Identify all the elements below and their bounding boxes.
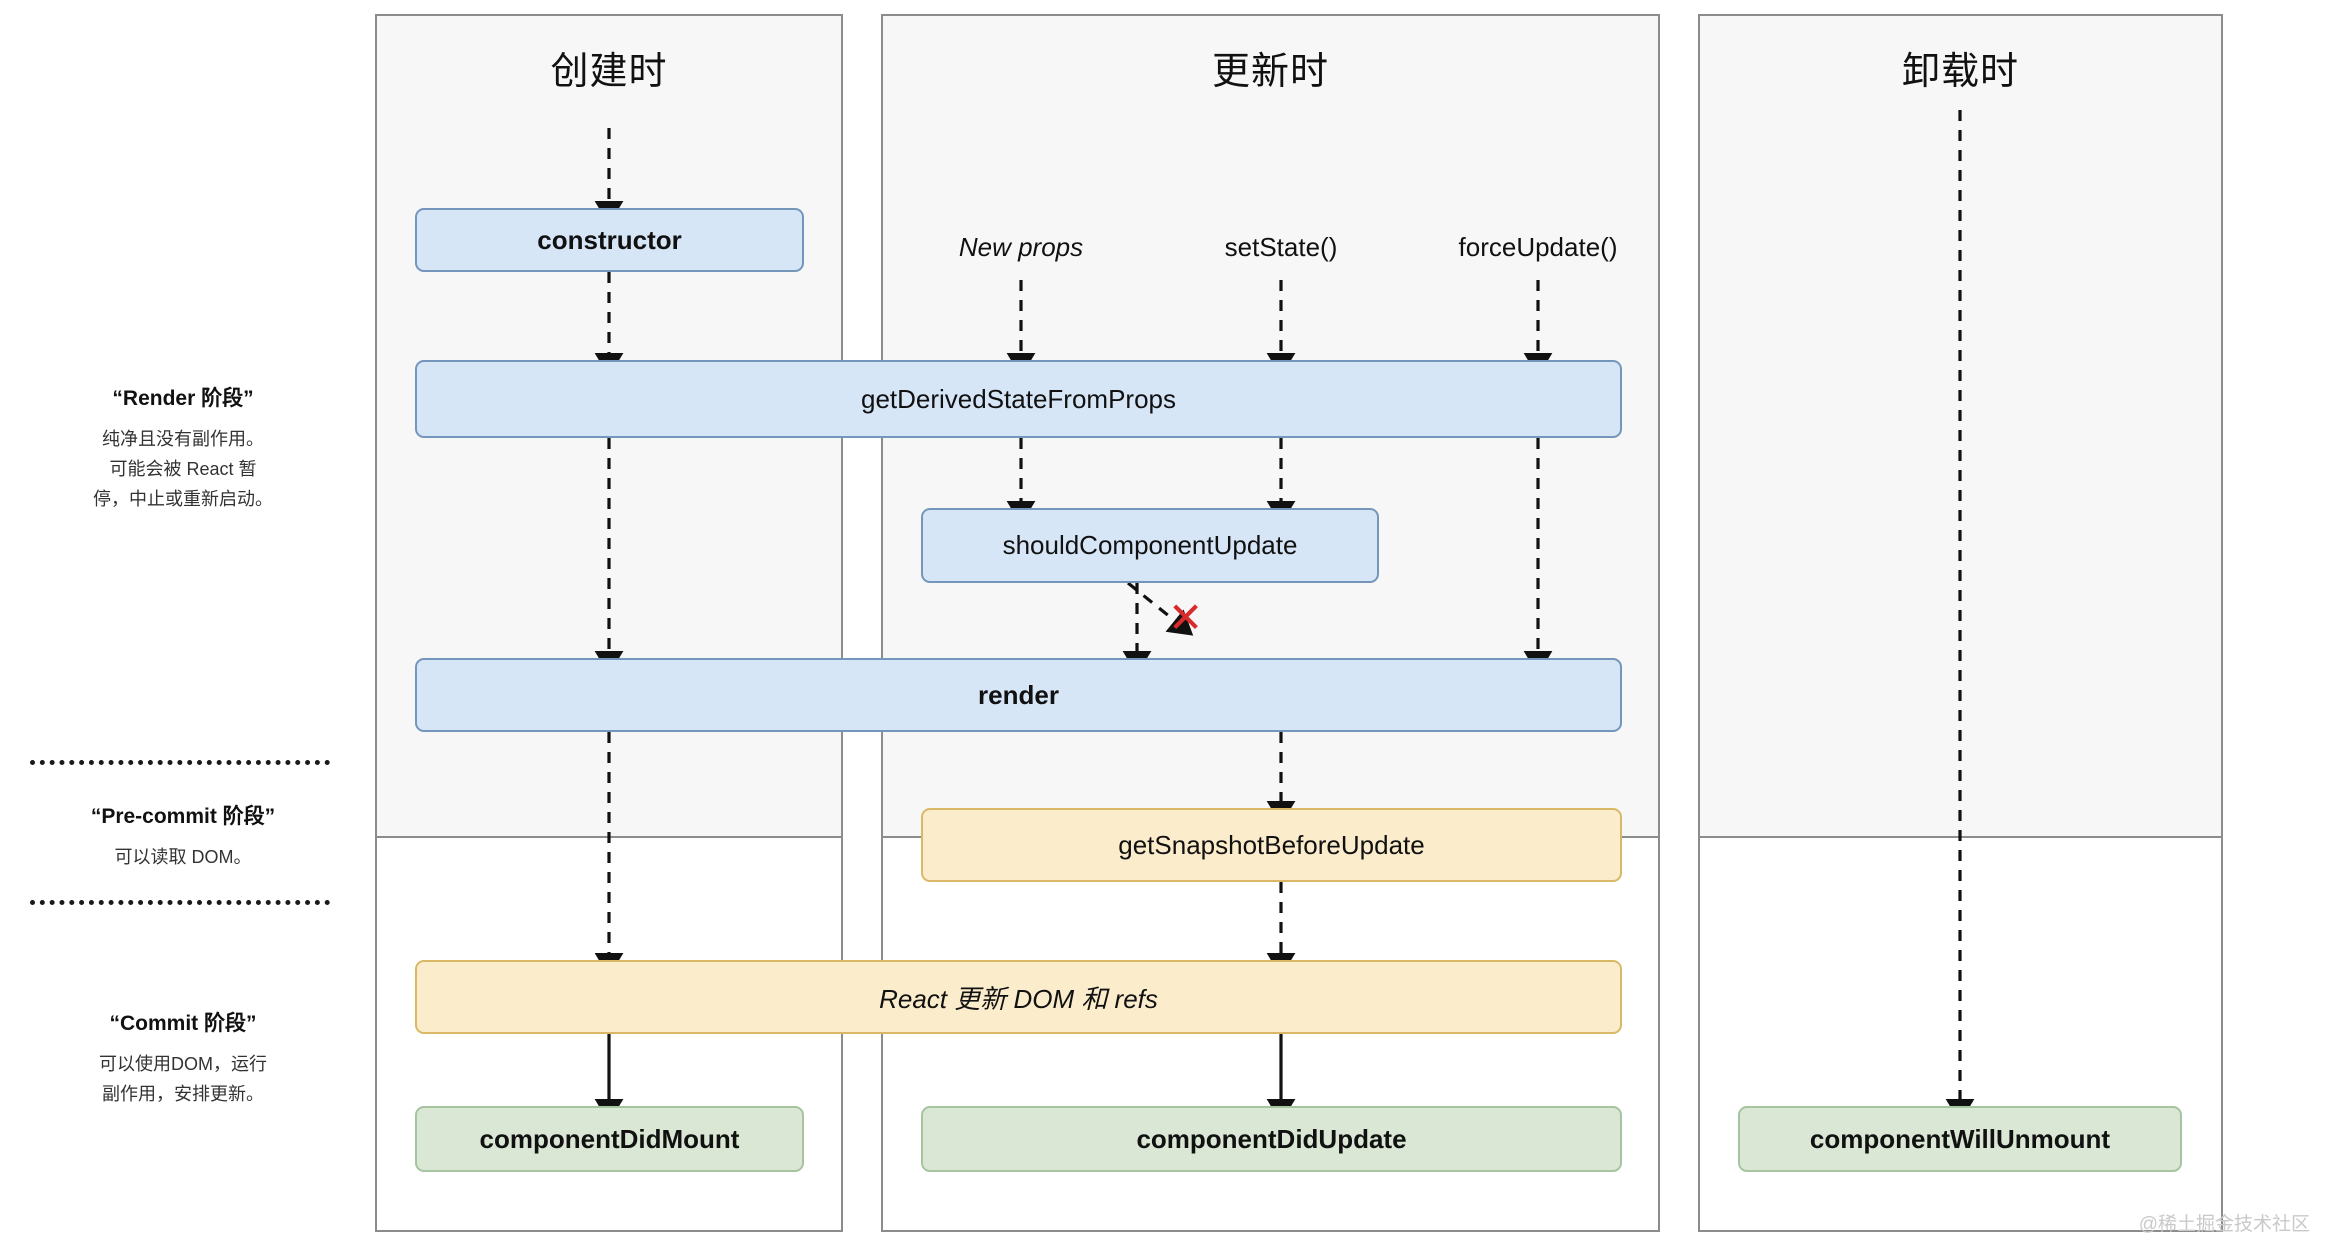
phase-title-commit: “Commit 阶段” [109, 1012, 257, 1035]
panel-unmounting: 卸载时 [1698, 14, 2223, 1232]
phase-desc-commit-line2: 副作用，安排更新。 [102, 1084, 264, 1104]
phase-desc-commit-line1: 可以使用DOM，运行 [99, 1054, 267, 1074]
phase-title-render: “Render 阶段” [112, 387, 254, 410]
node-component-will-unmount[interactable]: componentWillUnmount [1738, 1106, 2182, 1172]
node-component-did-update[interactable]: componentDidUpdate [921, 1106, 1622, 1172]
trigger-new-props: New props [958, 232, 1084, 262]
skip-render-x-icon: ✕ [1168, 594, 1204, 641]
trigger-set-state: setState() [1224, 232, 1338, 262]
phase-title-pre-commit: “Pre-commit 阶段” [90, 805, 276, 828]
phase-desc-render-line2: 可能会被 React 暂 [109, 459, 257, 479]
node-constructor[interactable]: constructor [415, 208, 804, 272]
phase-legend-render: “Render 阶段” 纯净且没有副作用。 可能会被 React 暂 停，中止或… [18, 382, 348, 514]
phase-divider-top [30, 760, 330, 765]
phase-legend-pre-commit: “Pre-commit 阶段” 可以读取 DOM。 [18, 800, 348, 872]
panel-title-mounting: 创建时 [550, 51, 668, 93]
trigger-force-update: forceUpdate() [1458, 232, 1618, 262]
panel-title-unmounting: 卸载时 [1901, 51, 2019, 93]
phase-desc-render-line3: 停，中止或重新启动。 [93, 489, 273, 509]
panel-title-updating: 更新时 [1211, 51, 1329, 93]
node-component-did-mount[interactable]: componentDidMount [415, 1106, 804, 1172]
node-get-snapshot-before-update[interactable]: getSnapshotBeforeUpdate [921, 808, 1622, 882]
phase-legend-commit: “Commit 阶段” 可以使用DOM，运行 副作用，安排更新。 [18, 1007, 348, 1109]
node-get-derived-state-from-props[interactable]: getDerivedStateFromProps [415, 360, 1622, 438]
node-should-component-update[interactable]: shouldComponentUpdate [921, 508, 1379, 583]
panel-mounting: 创建时 [375, 14, 843, 1232]
panel-updating: 更新时 [881, 14, 1660, 1232]
watermark: @稀土掘金技术社区 [2138, 1214, 2310, 1235]
phase-divider-bottom [30, 900, 330, 905]
phase-desc-render-line1: 纯净且没有副作用。 [102, 429, 264, 449]
phase-desc-pre-commit-line1: 可以读取 DOM。 [114, 847, 252, 867]
node-react-updates-dom-and-refs[interactable]: React 更新 DOM 和 refs [415, 960, 1622, 1034]
node-render[interactable]: render [415, 658, 1622, 732]
